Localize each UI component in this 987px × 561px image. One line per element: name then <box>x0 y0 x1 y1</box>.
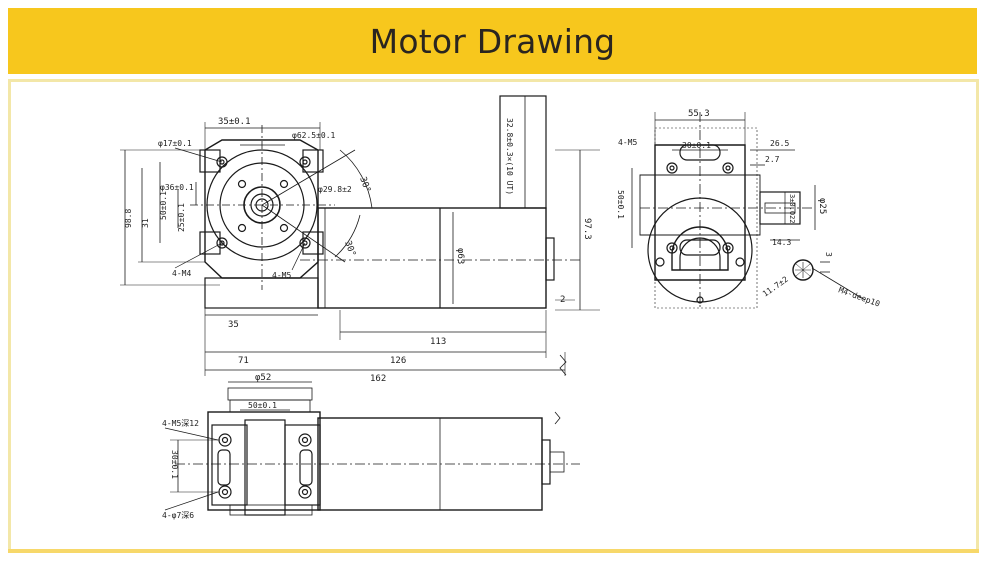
dim-phi17: φ17±0.1 <box>158 139 192 148</box>
dim-phi63: φ63 <box>455 248 465 264</box>
dim-265: 26.5 <box>770 139 789 148</box>
panel-bottom-border <box>8 549 979 553</box>
side-view <box>204 95 600 376</box>
dim-14: 14.3 <box>772 238 791 247</box>
dim-3: 3 <box>824 252 833 257</box>
dim-35: 35±0.1 <box>218 117 251 127</box>
top-view <box>164 381 580 516</box>
dim-11: 11.7±2 <box>761 275 790 299</box>
hole-callout-top-m5: 4-M5深12 <box>162 419 199 428</box>
drawing-panel <box>8 79 979 553</box>
dim-98: 98.8 <box>124 209 133 228</box>
dim-3-022: 3±0.022 <box>788 194 796 224</box>
dim-phi625: φ62.5±0.1 <box>292 131 336 140</box>
dim-angle-lower: 30° <box>342 240 357 259</box>
dim-end-50: 50±0.1 <box>616 190 625 219</box>
dim-113: 113 <box>430 337 446 347</box>
dim-30: 30±0.1 <box>682 141 711 150</box>
shaft-note: 32.8±0.3×(10 UT) <box>505 118 514 195</box>
dim-top-50: 50±0.1 <box>248 401 277 410</box>
hole-callout-m4: 4-M4 <box>172 269 191 278</box>
dim-126: 126 <box>390 356 406 366</box>
dim-phi29: φ29.8±2 <box>318 185 352 194</box>
dim-phi36: φ36±0.1 <box>160 183 194 192</box>
dim-71: 71 <box>238 356 249 366</box>
dim-35b: 35 <box>228 320 239 330</box>
dim-55: 55.3 <box>688 109 710 119</box>
dim-angle-upper: 30° <box>357 176 372 195</box>
hole-callout-end-m5: 4-M5 <box>618 138 637 147</box>
title-banner: Motor Drawing <box>8 8 977 74</box>
dim-50: 50±0.1 <box>159 191 168 220</box>
dim-top-30: 30±0.1 <box>170 450 179 479</box>
dim-31: 31 <box>141 218 150 228</box>
dim-phi52: φ52 <box>255 373 271 383</box>
page-title: Motor Drawing <box>369 21 616 61</box>
dim-25: 25±0.1 <box>177 203 186 232</box>
dim-97: 97.3 <box>582 218 592 240</box>
dim-phi25: φ25 <box>817 198 827 214</box>
dim-162: 162 <box>370 374 386 384</box>
hole-callout-m5: 4-M5 <box>272 271 291 280</box>
dim-2: 2 <box>560 295 565 305</box>
dim-27: 2.7 <box>765 155 780 164</box>
thread-callout: M4-deep10 <box>837 285 881 308</box>
end-view <box>631 112 866 309</box>
hole-callout-top-7: 4-φ7深6 <box>162 511 194 520</box>
